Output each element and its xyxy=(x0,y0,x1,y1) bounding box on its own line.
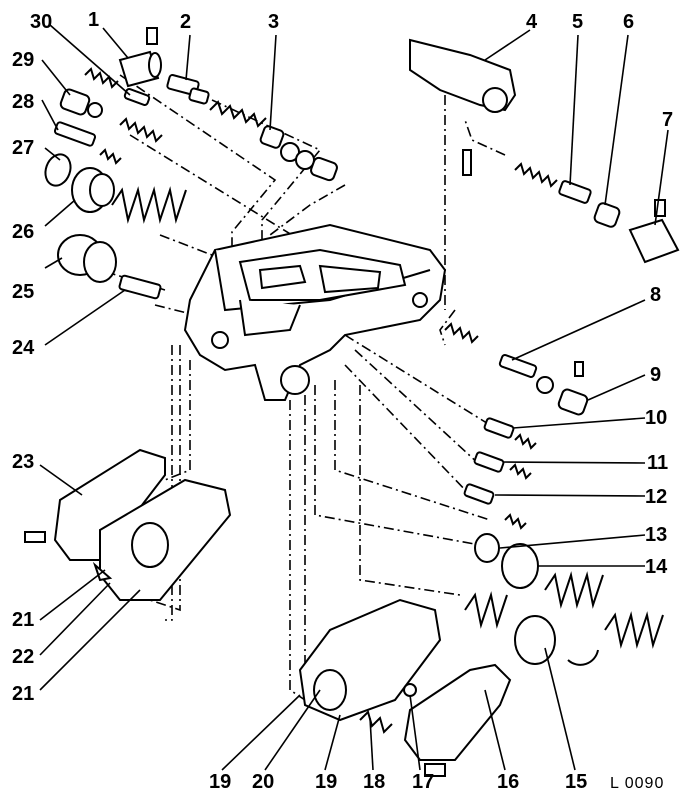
callout-18: 18 xyxy=(363,771,386,793)
part-2-valve-spool xyxy=(166,74,210,105)
callout-25: 25 xyxy=(12,281,35,303)
callout-10: 10 xyxy=(645,407,668,429)
valve-body-main xyxy=(183,223,447,401)
part-16-cover-plate xyxy=(403,663,512,777)
part-13-o-ring xyxy=(474,533,500,563)
callout-15: 15 xyxy=(565,771,588,793)
callout-5: 5 xyxy=(572,11,584,33)
callout-27: 27 xyxy=(12,137,35,159)
part-7-plug xyxy=(628,199,680,264)
part-15-accumulator-housing xyxy=(514,615,599,666)
callout-16: 16 xyxy=(497,771,520,793)
part-14-accumulator-piston xyxy=(464,543,664,649)
callout-21-lower: 21 xyxy=(12,683,35,705)
callout-9: 9 xyxy=(650,364,662,386)
callout-19-right: 19 xyxy=(315,771,338,793)
part-4-solenoid-bracket xyxy=(409,38,517,176)
part-19-20-gasket-separator xyxy=(298,598,442,722)
callout-3: 3 xyxy=(268,11,280,33)
callout-24: 24 xyxy=(12,337,35,359)
callout-8: 8 xyxy=(650,284,662,306)
callout-13: 13 xyxy=(645,524,668,546)
part-3-spool-assembly xyxy=(209,100,338,182)
part-26-accumulator-piston xyxy=(71,167,187,224)
leader-lines xyxy=(39,24,669,771)
callout-1: 1 xyxy=(88,9,100,31)
part-1-plug xyxy=(118,27,162,88)
part-18-spring xyxy=(359,710,393,734)
callout-11: 11 xyxy=(647,452,669,474)
part-21-22-gaskets-plate xyxy=(92,478,232,601)
callout-6: 6 xyxy=(623,11,635,33)
part-8-valve-assembly xyxy=(444,322,554,394)
part-9-plug xyxy=(557,361,589,416)
part-25-accumulator-housing xyxy=(57,234,117,283)
callout-2: 2 xyxy=(180,11,192,33)
callout-19-left: 19 xyxy=(209,771,232,793)
part-29-30-valve-springs xyxy=(59,67,163,143)
callout-17: 17 xyxy=(412,771,435,793)
reference-code: L 0090 xyxy=(610,775,665,792)
part-24-valve xyxy=(118,274,162,300)
callout-4: 4 xyxy=(526,11,538,33)
part-5-6-valve-springs xyxy=(514,162,621,228)
callout-28: 28 xyxy=(12,91,35,113)
callout-30: 30 xyxy=(30,11,53,33)
callout-14: 14 xyxy=(645,556,668,578)
callout-20: 20 xyxy=(252,771,275,793)
callout-21-upper: 21 xyxy=(12,609,35,631)
callout-29: 29 xyxy=(12,49,35,71)
callout-26: 26 xyxy=(12,221,35,243)
part-10-12-valves xyxy=(463,417,537,530)
callout-22: 22 xyxy=(12,646,35,668)
part-27-o-ring xyxy=(44,153,72,187)
callout-23: 23 xyxy=(12,451,35,473)
callout-12: 12 xyxy=(645,486,668,508)
callout-7: 7 xyxy=(662,109,674,131)
